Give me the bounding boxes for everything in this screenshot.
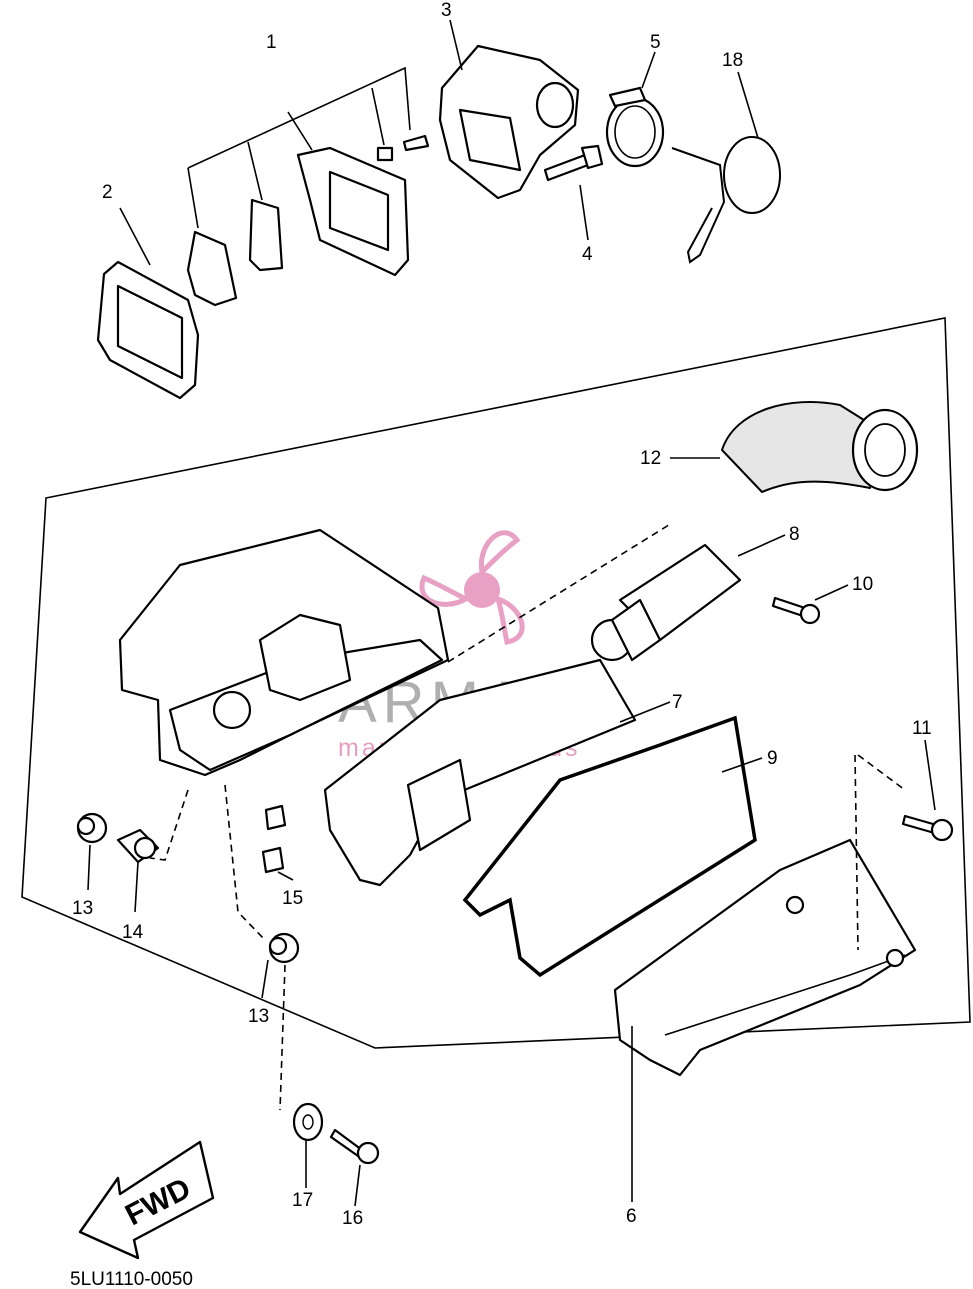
- part-8-tube: [590, 543, 742, 662]
- callout-14: 14: [122, 922, 144, 943]
- part-6-silencer-housing: [118, 528, 450, 777]
- callout-18: 18: [722, 50, 743, 71]
- callout-17: 17: [292, 1190, 313, 1211]
- callout-12: 12: [640, 448, 661, 469]
- part-10-screw: [771, 596, 821, 625]
- part-4-bolt: [543, 144, 604, 182]
- part-9-seal: [462, 715, 757, 978]
- callout-13-lower: 13: [248, 1006, 269, 1027]
- callout-6: 6: [626, 1206, 637, 1227]
- part-1-reed-valves: [186, 134, 430, 307]
- callout-4: 4: [582, 244, 593, 265]
- callout-10: 10: [852, 574, 873, 595]
- part-6-cover: [613, 838, 917, 1077]
- part-18-wire-clip: [671, 136, 781, 264]
- leader-lines: [87, 19, 936, 1207]
- part-5-clamp: [605, 86, 665, 168]
- callout-1: 1: [266, 32, 277, 53]
- callout-3: 3: [441, 0, 452, 21]
- part-11-screw: [901, 814, 954, 842]
- propeller-logo-icon: [419, 530, 525, 645]
- callout-labels: 1 2 3 4 5 6 7 8 9 10 11 12 13 14 15 13 1…: [72, 0, 932, 1229]
- fwd-direction-arrow: FWD: [78, 1140, 215, 1260]
- callout-2: 2: [102, 182, 113, 203]
- callout-8: 8: [789, 524, 800, 545]
- callout-16: 16: [342, 1208, 363, 1229]
- callout-5: 5: [650, 32, 661, 53]
- part-17-washer: [292, 1102, 324, 1142]
- drawing-code: 5LU1110-0050: [70, 1269, 193, 1289]
- callout-9: 9: [767, 748, 778, 769]
- part-12-elbow-hose: [721, 401, 919, 493]
- part-15-spacers: [261, 804, 287, 874]
- part-7-gasket-plate: [323, 658, 637, 887]
- callout-15: 15: [282, 888, 303, 909]
- callout-7: 7: [672, 692, 683, 713]
- callout-11: 11: [912, 718, 932, 739]
- part-13-grommet-upper: [76, 812, 108, 844]
- part-16-bolt: [329, 1128, 380, 1165]
- assembly-dashed-lines: [149, 522, 906, 1111]
- part-2-gasket: [96, 260, 200, 400]
- callout-13-upper: 13: [72, 898, 93, 919]
- part-13-grommet-lower: [268, 932, 300, 964]
- part-14-damper: [116, 828, 160, 864]
- part-3-manifold: [438, 44, 580, 200]
